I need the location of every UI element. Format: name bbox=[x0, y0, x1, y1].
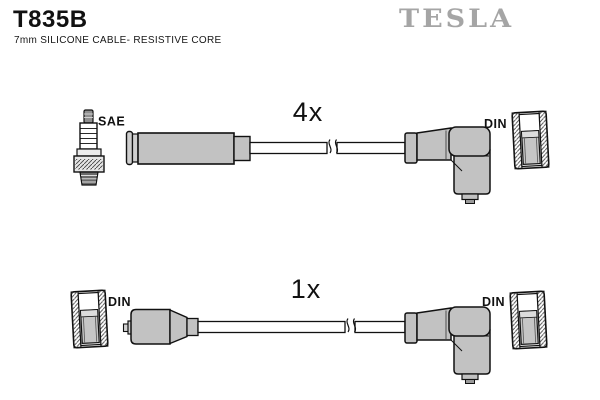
din-socket-cross-section-icon bbox=[70, 289, 109, 349]
cable-description: 7mm SILICONE CABLE- RESISTIVE CORE bbox=[14, 35, 222, 46]
coil-plug-icon bbox=[122, 308, 406, 345]
cable-break-icon bbox=[328, 139, 339, 154]
din-socket-cross-section-icon bbox=[511, 110, 550, 170]
bottom-right-din-label: DIN bbox=[482, 295, 505, 309]
elbow-boot-icon bbox=[404, 126, 491, 205]
top-quantity-label: 4x bbox=[293, 97, 324, 127]
elbow-boot-icon bbox=[404, 306, 491, 385]
sae-label: SAE bbox=[98, 115, 125, 129]
din-socket-cross-section-icon bbox=[509, 290, 548, 350]
cable-break-icon bbox=[346, 318, 357, 333]
spark-plug-icon bbox=[73, 109, 105, 186]
top-assembly: SAE 4x DIN bbox=[73, 97, 550, 205]
top-din-label: DIN bbox=[484, 117, 507, 131]
bottom-quantity-label: 1x bbox=[291, 274, 322, 304]
bottom-left-din-label: DIN bbox=[108, 295, 131, 309]
part-number: T835B bbox=[13, 6, 88, 33]
straight-boot-cable-icon bbox=[125, 130, 406, 166]
tesla-logo: TESLA bbox=[399, 5, 515, 34]
bottom-assembly: DIN 1x DIN bbox=[70, 274, 548, 385]
